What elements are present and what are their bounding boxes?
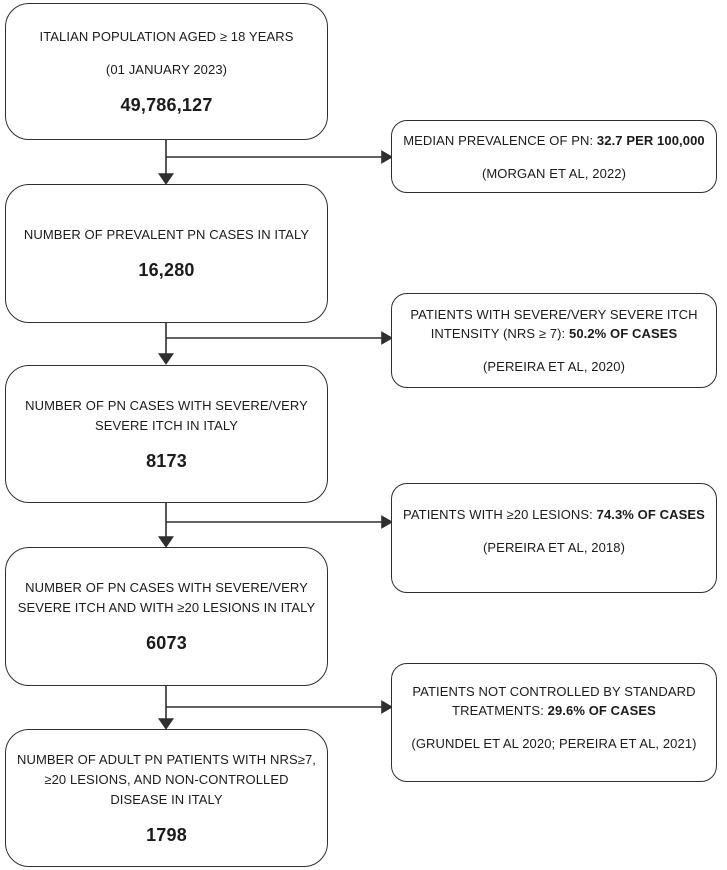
box-severe-itch-lesions-cases: NUMBER OF PN CASES WITH SEVERE/VERY SEVE… <box>5 547 328 686</box>
arrowhead-right-icon <box>381 150 394 164</box>
arrow-severe-itch-to-lesions <box>157 503 175 548</box>
note-text-highlight: 32.7 PER 100,000 <box>596 132 705 148</box>
note-text-normal: PATIENTS WITH SEVERE/VERY SEVERE ITCH IN… <box>410 307 698 341</box>
note-standard-treatments: PATIENTS NOT CONTROLLED BY STANDARD TREA… <box>391 663 717 782</box>
box-noncontrolled-patients: NUMBER OF ADULT PN PATIENTS WITH NRS≥7, … <box>5 729 328 867</box>
box-value: 49,786,127 <box>120 94 213 115</box>
note-text: MEDIAN PREVALENCE OF PN: 32.7 PER 100,00… <box>403 131 705 150</box>
box-value: 1798 <box>146 824 187 845</box>
note-text: PATIENTS WITH ≥20 LESIONS: 74.3% OF CASE… <box>403 505 705 524</box>
arrow-lesions-to-noncontrolled <box>157 686 175 730</box>
note-text-normal: PATIENTS NOT CONTROLLED BY STANDARD TREA… <box>412 684 696 718</box>
note-text-highlight: 74.3% OF CASES <box>596 507 705 522</box>
box-title: NUMBER OF PREVALENT PN CASES IN ITALY <box>23 227 310 242</box>
note-citation: (PEREIRA ET AL, 2018) <box>482 540 626 555</box>
arrowhead-right-icon <box>381 700 394 714</box>
arrow-population-to-prevalent <box>157 140 175 185</box>
note-median-prevalence: MEDIAN PREVALENCE OF PN: 32.7 PER 100,00… <box>391 120 717 193</box>
arrow-branch-to-treatment-note <box>166 700 394 714</box>
box-title: ITALIAN POPULATION AGED ≥ 18 YEARS <box>39 28 294 44</box>
box-title: NUMBER OF PN CASES WITH SEVERE/VERY SEVE… <box>17 580 316 615</box>
note-text-highlight: 29.6% OF CASES <box>547 703 656 718</box>
box-value: 16,280 <box>138 260 195 280</box>
note-text: PATIENTS WITH SEVERE/VERY SEVERE ITCH IN… <box>401 305 707 343</box>
arrowhead-down-icon <box>157 173 175 185</box>
arrowhead-right-icon <box>381 515 394 529</box>
note-text-highlight: 50.2% OF CASES <box>568 326 678 341</box>
arrowhead-right-icon <box>381 331 394 345</box>
arrowhead-down-icon <box>157 536 175 548</box>
arrowhead-down-icon <box>157 718 175 730</box>
note-text-normal: MEDIAN PREVALENCE OF PN: <box>403 132 597 148</box>
box-prevalent-pn-cases: NUMBER OF PREVALENT PN CASES IN ITALY 16… <box>5 184 328 323</box>
arrow-prevalent-to-severe-itch <box>157 323 175 365</box>
note-lesions: PATIENTS WITH ≥20 LESIONS: 74.3% OF CASE… <box>391 483 717 593</box>
box-subtitle: (01 JANUARY 2023) <box>105 61 228 77</box>
note-text-normal: PATIENTS WITH ≥20 LESIONS: <box>403 507 597 522</box>
note-citation: (PEREIRA ET AL, 2020) <box>482 359 626 374</box>
note-text: PATIENTS NOT CONTROLLED BY STANDARD TREA… <box>401 682 707 720</box>
arrowhead-down-icon <box>157 353 175 365</box>
box-value: 8173 <box>146 450 187 471</box>
arrow-branch-to-lesions-note <box>166 515 394 529</box>
box-value: 6073 <box>146 633 187 653</box>
note-itch-intensity: PATIENTS WITH SEVERE/VERY SEVERE ITCH IN… <box>391 293 717 388</box>
note-citation: (GRUNDEL ET AL 2020; PEREIRA ET AL, 2021… <box>411 736 697 751</box>
box-title: NUMBER OF PN CASES WITH SEVERE/VERY SEVE… <box>25 397 308 433</box>
arrow-branch-to-prevalence-note <box>166 150 394 164</box>
box-title: NUMBER OF ADULT PN PATIENTS WITH NRS≥7, … <box>17 751 316 807</box>
note-citation: (MORGAN ET AL, 2022) <box>481 165 627 181</box>
box-severe-itch-cases: NUMBER OF PN CASES WITH SEVERE/VERY SEVE… <box>5 365 328 503</box>
box-italian-population: ITALIAN POPULATION AGED ≥ 18 YEARS (01 J… <box>5 3 328 140</box>
arrow-branch-to-itch-note <box>166 331 394 345</box>
